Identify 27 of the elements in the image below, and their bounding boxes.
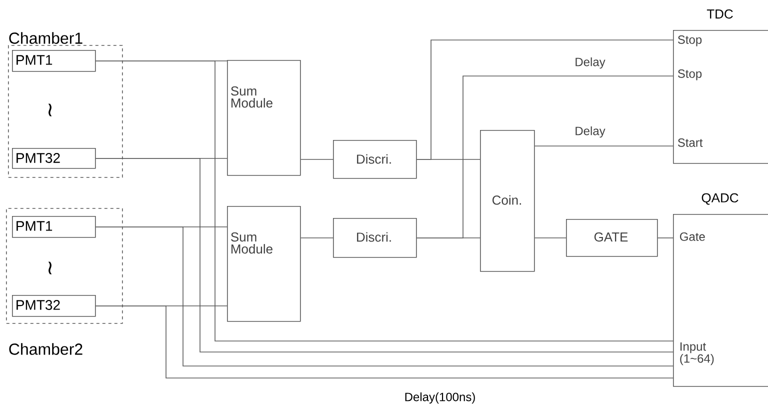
module-box: Discri. <box>333 218 417 258</box>
pmt-box: PMT32 <box>12 148 96 169</box>
pmt-box: PMT1 <box>12 50 96 72</box>
edge-label: Delay <box>574 56 606 70</box>
range-symbol: ≀ <box>48 104 52 116</box>
module-box: QADC Gate Input (1~64) <box>673 193 768 387</box>
node-label: QADC <box>702 193 738 205</box>
connector-line <box>95 226 674 366</box>
node-label: Chamber1 <box>9 32 82 44</box>
pmt-box: PMT32 <box>12 295 96 317</box>
note-text: Delay(100ns) <box>405 392 475 404</box>
pmt-box: PMT1 <box>12 216 96 238</box>
connector-line <box>95 158 674 352</box>
edge-label: Delay <box>574 125 606 139</box>
connector-line <box>300 159 334 160</box>
connector-line <box>95 60 674 342</box>
module-box: Sum Module <box>227 60 301 176</box>
module-box: Discri. <box>333 140 417 179</box>
module-box: TDC Stop Stop Start <box>673 9 768 164</box>
node-label: Chamber2 <box>9 343 82 355</box>
range-symbol: ≀ <box>48 262 52 274</box>
node-label: TDC <box>706 9 733 19</box>
connector-line <box>416 159 480 160</box>
module-box: GATE <box>566 219 658 257</box>
module-box: Coin. <box>480 130 535 272</box>
module-box: Sum Module <box>227 206 301 322</box>
connector-line <box>95 306 674 378</box>
